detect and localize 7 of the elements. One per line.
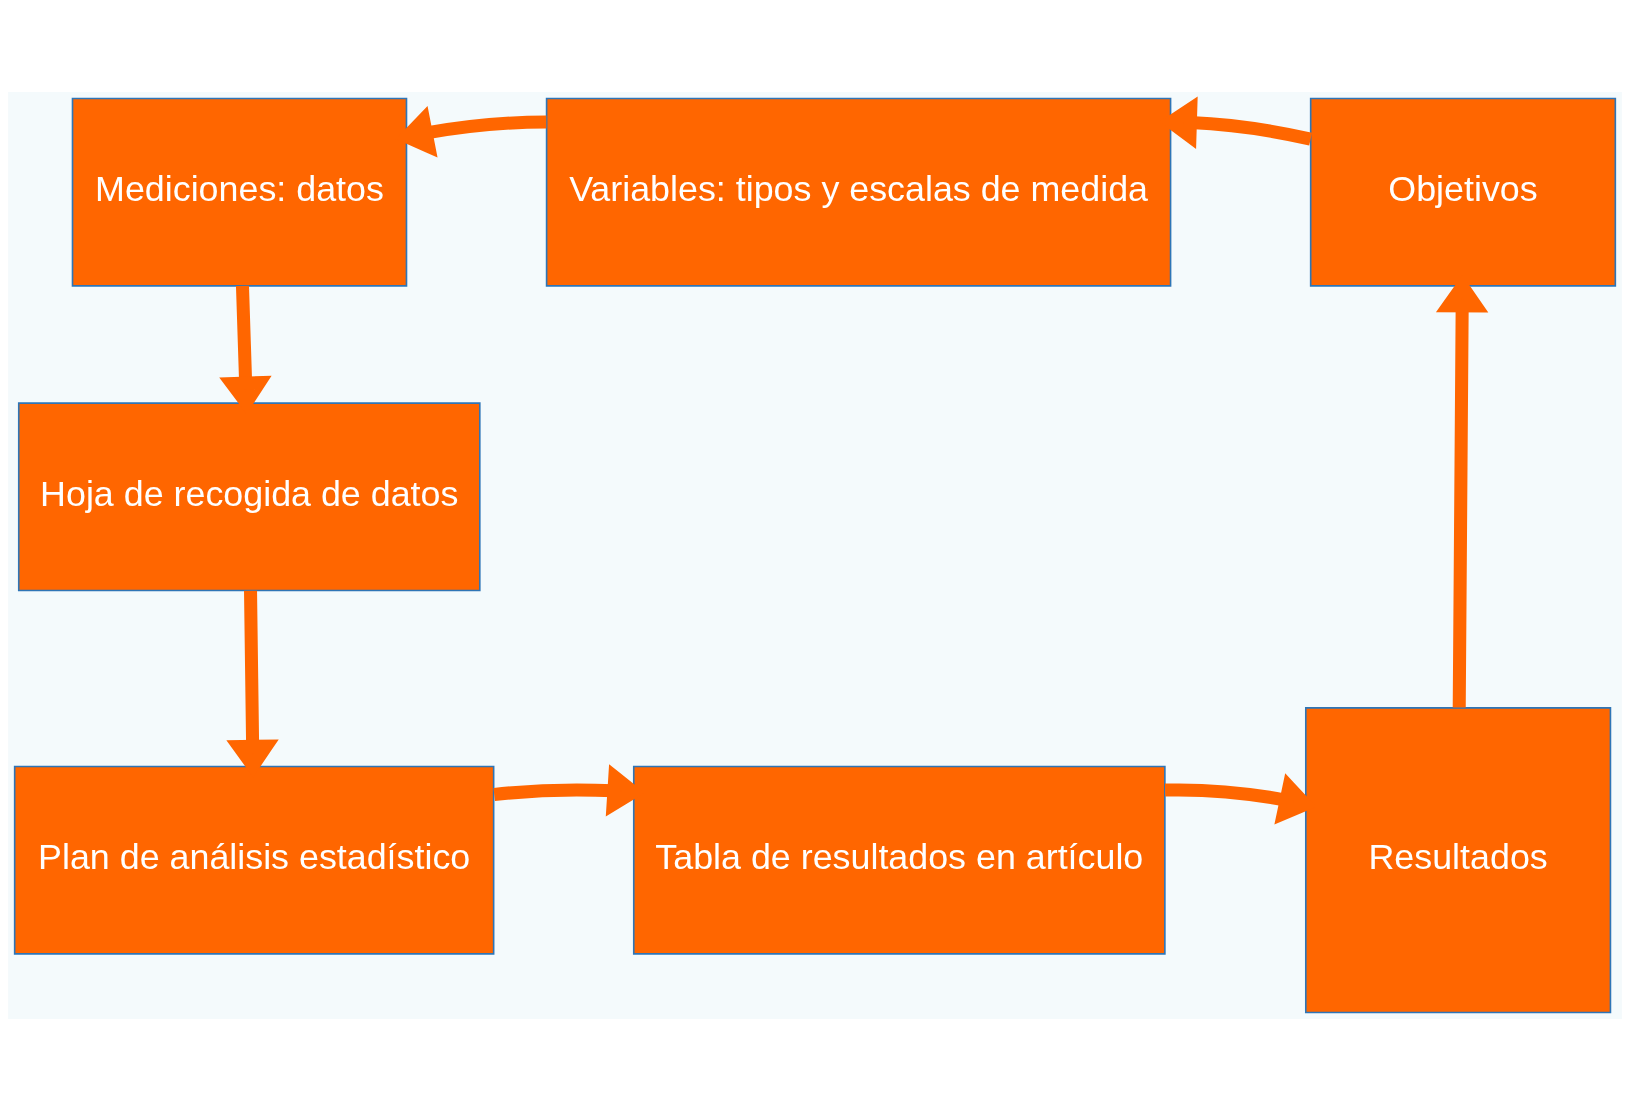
- node-box: Objetivos: [1309, 97, 1617, 287]
- node-box: Variables: tipos y escalas de medida: [545, 97, 1172, 287]
- node-box: Mediciones: datos: [71, 97, 408, 287]
- node-box: Tabla de resultados en artículo: [632, 765, 1166, 955]
- node-box: Plan de análisis estadístico: [13, 765, 495, 955]
- node-box: Resultados: [1304, 706, 1612, 1013]
- node-box: Hoja de recogida de datos: [17, 401, 481, 591]
